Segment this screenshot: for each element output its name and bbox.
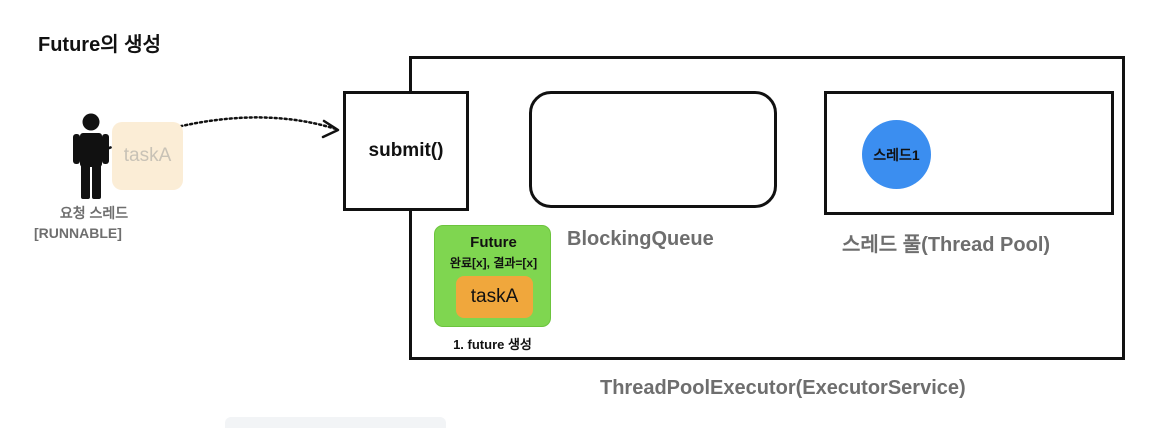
diagram-title: Future의 생성 — [38, 34, 161, 56]
future-status: 완료[x], 결과=[x] — [449, 256, 538, 270]
blocking-queue-label: BlockingQueue — [567, 228, 714, 250]
thread-pool-box — [824, 91, 1114, 215]
blocking-queue-box — [529, 91, 777, 208]
thread-1: 스레드1 — [862, 120, 931, 189]
person-icon — [73, 113, 109, 199]
requester-thread-state: [RUNNABLE] — [34, 225, 122, 241]
submit-box: submit() — [343, 91, 469, 211]
thread-pool-label: 스레드 풀(Thread Pool) — [842, 234, 1051, 256]
future-caption: 1. future 생성 — [453, 337, 532, 352]
requester-thread-name: 요청 스레드 — [59, 205, 129, 221]
future-task-a: taskA — [456, 276, 533, 318]
future-box: Future 완료[x], 결과=[x] taskA — [434, 225, 551, 327]
task-a-pending: taskA — [112, 122, 183, 190]
footer-element — [225, 417, 446, 428]
future-title: Future — [470, 234, 517, 251]
executor-label: ThreadPoolExecutor(ExecutorService) — [600, 377, 966, 399]
